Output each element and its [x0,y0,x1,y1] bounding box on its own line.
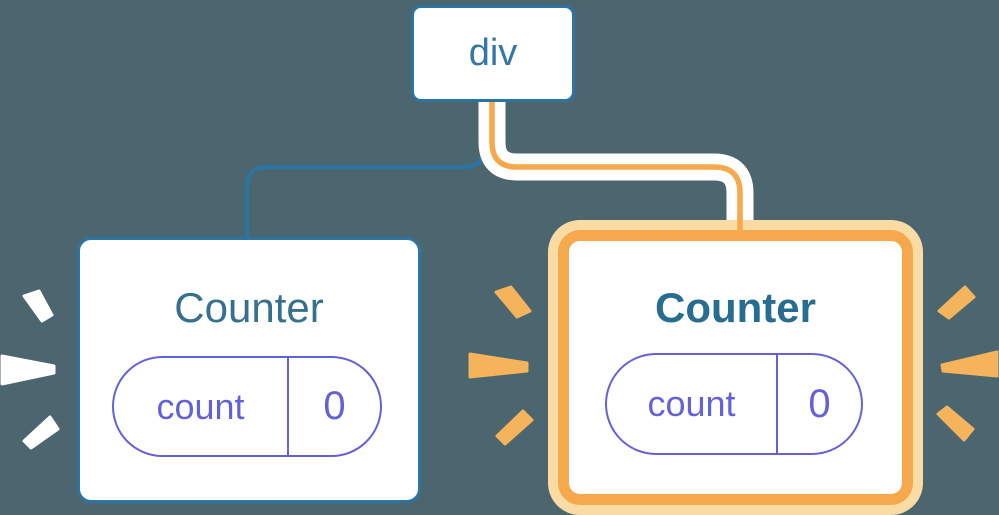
orange-sparks-left [468,285,534,446]
white-sparks [0,289,60,450]
orange-spark-icon [468,352,529,379]
orange-spark-icon [940,350,999,378]
orange-spark-icon [937,285,976,320]
edge-root-to-right-counter-casing [478,100,754,224]
counter-card-left: Counter count 0 [77,237,421,503]
state-name: count [114,358,289,455]
white-spark-icon [0,354,56,386]
state-pill: count 0 [112,356,382,457]
edge-root-to-right-counter [489,99,743,226]
orange-sparks-right [936,285,999,442]
counter-title: Counter [655,284,816,331]
orange-spark-icon [494,285,532,319]
white-spark-icon [22,415,60,450]
root-node-label: div [468,32,518,74]
state-name: count [607,355,778,453]
state-value: 0 [323,384,346,428]
counter-title: Counter [174,284,324,331]
counter-card-right-highlighted: Counter count 0 [558,230,913,505]
root-node-div: div [411,5,575,102]
state-pill: count 0 [605,353,863,455]
edge-root-to-left-counter [245,101,486,240]
white-spark-icon [22,289,54,323]
state-value: 0 [808,381,831,426]
orange-spark-icon [495,409,534,446]
orange-spark-icon [936,405,975,442]
